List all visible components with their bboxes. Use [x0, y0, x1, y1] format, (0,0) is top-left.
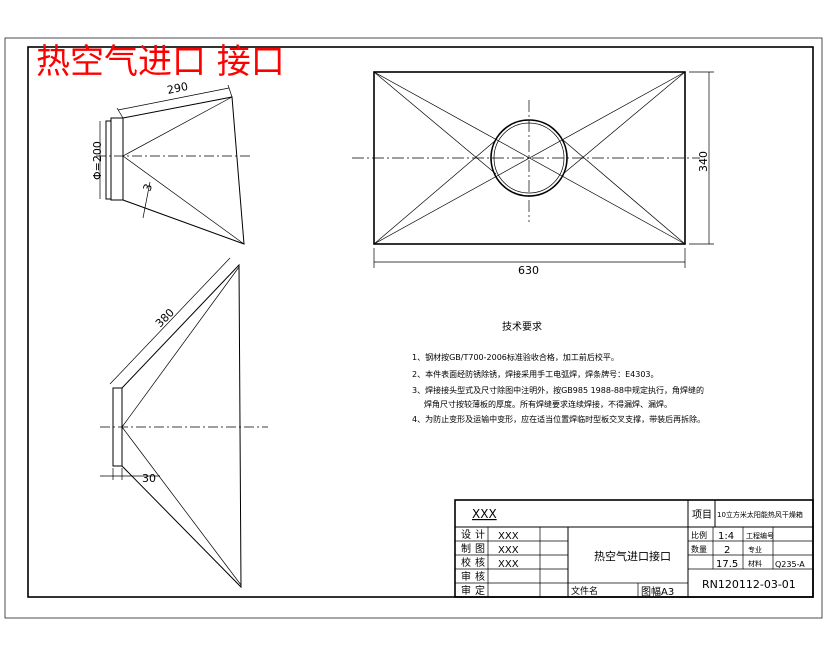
value-draw: XXX	[498, 545, 519, 556]
sheet-label: 图幅A3	[641, 585, 674, 598]
drawing-no-label: 工程编号	[746, 531, 774, 540]
dim-340: 340	[697, 151, 710, 172]
company-name: XXX	[472, 507, 497, 521]
dim-30: 30	[142, 472, 156, 485]
project-value: 10立方米太阳能热风干燥箱	[717, 510, 803, 519]
drawing-number: RN120112-03-01	[702, 578, 796, 591]
qty-label: 数量	[691, 544, 707, 554]
value-design: XXX	[498, 531, 519, 542]
note-1: 1、钢材按GB/T700-2006标准验收合格，加工前后校平。	[412, 352, 619, 362]
drawing-title: 热空气进口 接口	[36, 42, 285, 82]
dim-3: 3	[141, 182, 156, 193]
note-3: 3、焊接接头型式及尺寸除图中注明外，按GB985 1988-88中规定执行，角焊…	[412, 385, 704, 395]
dim-dia: Φ=200	[91, 141, 104, 180]
file-label: 文件名	[571, 585, 598, 597]
prof-label: 专业	[748, 545, 762, 554]
inner-frame	[27, 46, 814, 598]
front-view: 290 Φ=200 3	[91, 80, 250, 245]
note-3b: 焊角尺寸按较薄板的厚度。所有焊缝要求连续焊接，不得漏焊、漏焊。	[424, 399, 672, 409]
role-approve: 审定	[461, 584, 489, 597]
technical-notes: 技术要求 1、钢材按GB/T700-2006标准验收合格，加工前后校平。 2、本…	[412, 320, 705, 424]
weight-value: 17.5	[716, 559, 738, 570]
part-name: 热空气进口接口	[594, 549, 671, 563]
material-value: Q235-A	[775, 560, 805, 569]
value-check: XXX	[498, 559, 519, 570]
role-draw: 制图	[461, 542, 489, 555]
role-check: 校核	[461, 556, 489, 569]
notes-heading: 技术要求	[502, 320, 542, 333]
dim-380: 380	[153, 306, 177, 330]
note-2: 2、本件表面经防锈除锈，焊接采用手工电弧焊，焊条牌号：E4303。	[412, 369, 659, 379]
project-label: 项目	[692, 509, 712, 521]
role-design: 设计	[461, 528, 489, 541]
material-label: 材料	[748, 559, 762, 568]
outer-frame	[4, 37, 823, 619]
scale-label: 比例	[691, 530, 707, 540]
dim-290: 290	[166, 80, 189, 97]
scale-value: 1:4	[718, 531, 734, 542]
side-view: 380 30	[100, 257, 268, 589]
title-block: XXX 项目 10立方米太阳能热风干燥箱 设计 XXX 制图 XXX 校核 XX…	[454, 499, 814, 598]
note-4: 4、为防止变形及运输中变形，应在适当位置焊临时型板交叉支撑，带装后再拆除。	[412, 414, 705, 424]
dim-630: 630	[518, 264, 539, 277]
qty-value: 2	[724, 545, 730, 556]
role-review: 审核	[461, 570, 489, 583]
flange-view: 630 340	[352, 71, 714, 277]
